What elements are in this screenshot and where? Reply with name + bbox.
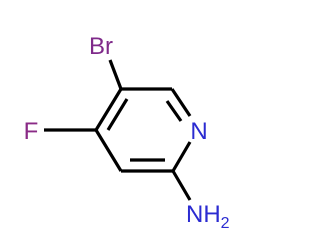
nh2-main-text: NH bbox=[186, 201, 221, 228]
structure-diagram: Br F N NH2 bbox=[24, 33, 230, 232]
atom-n-label: N bbox=[190, 118, 207, 145]
bond-c5-br bbox=[108, 59, 123, 90]
bond-c4-c5 bbox=[94, 88, 123, 131]
bonds bbox=[44, 59, 192, 201]
atom-nh2-label: NH2 bbox=[186, 201, 230, 232]
atom-f-label: F bbox=[24, 118, 39, 145]
bond-c4-c5-inner bbox=[106, 98, 129, 131]
nh2-subscript: 2 bbox=[221, 215, 230, 232]
bond-c3-c4 bbox=[94, 129, 123, 172]
bond-c6-n1-inner bbox=[165, 100, 183, 122]
bond-n1-c2 bbox=[171, 141, 192, 172]
atom-br-label: Br bbox=[89, 33, 113, 60]
bond-c2-nh2 bbox=[171, 170, 192, 201]
bond-c6-n1 bbox=[170, 88, 192, 117]
atom-labels: Br F N NH2 bbox=[24, 33, 230, 232]
